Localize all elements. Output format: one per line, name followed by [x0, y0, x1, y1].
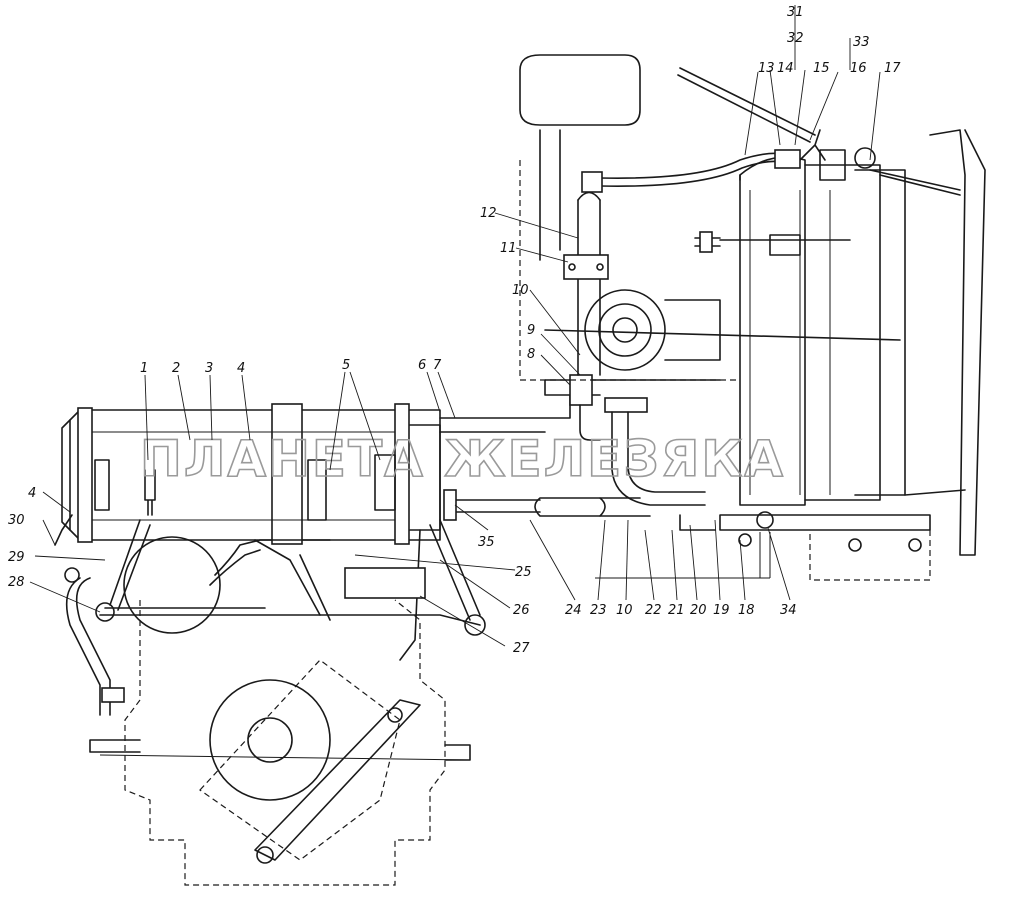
- callout-13: 13: [758, 61, 775, 76]
- callout-6: 6: [418, 358, 426, 373]
- callout-33: 33: [853, 35, 870, 50]
- callout-20: 20: [690, 603, 707, 618]
- callout-9: 9: [527, 323, 535, 338]
- lever-linkage: [54, 514, 486, 716]
- callout-8: 8: [527, 347, 535, 362]
- callout-labels: 1 2 3 4 5 6 7 8 9 10 11 12 13 14 15 16 1…: [8, 5, 901, 656]
- callout-22: 22: [645, 603, 662, 618]
- callout-7: 7: [433, 358, 442, 373]
- callout-4-left: 4: [28, 486, 36, 501]
- watermark: ПЛАНЕТА ЖЕЛЕЗЯКА: [140, 430, 785, 488]
- callout-3: 3: [205, 361, 213, 376]
- callout-24: 24: [565, 603, 582, 618]
- callout-15: 15: [813, 61, 830, 76]
- callout-27: 27: [513, 641, 530, 656]
- exhaust-manifold: [61, 403, 441, 545]
- callout-21: 21: [668, 603, 685, 618]
- callout-30: 30: [8, 513, 25, 528]
- callout-1: 1: [140, 361, 148, 376]
- hood-panel: [904, 129, 986, 556]
- callout-18: 18: [738, 603, 755, 618]
- callout-19: 19: [713, 603, 730, 618]
- callout-23: 23: [590, 603, 607, 618]
- callout-10-top: 10: [512, 283, 529, 298]
- callout-32: 32: [787, 31, 804, 46]
- muffler-body: [595, 129, 961, 581]
- engine-block: [89, 536, 471, 886]
- callout-26: 26: [513, 603, 530, 618]
- callout-17: 17: [884, 61, 901, 76]
- callout-12: 12: [480, 206, 497, 221]
- callout-10-bottom: 10: [616, 603, 633, 618]
- vertical-pipe: [519, 54, 740, 381]
- callout-11: 11: [500, 241, 517, 256]
- callout-35: 35: [478, 535, 495, 550]
- callout-34: 34: [780, 603, 797, 618]
- callout-31: 31: [787, 5, 804, 20]
- callout-4-top: 4: [237, 361, 245, 376]
- blower-unit: [544, 289, 901, 371]
- callout-29: 29: [8, 550, 25, 565]
- control-rod: [581, 67, 816, 193]
- callout-28: 28: [8, 575, 25, 590]
- callout-14: 14: [777, 61, 794, 76]
- callout-16: 16: [850, 61, 867, 76]
- callout-5: 5: [342, 358, 350, 373]
- callout-25: 25: [515, 565, 532, 580]
- callout-2: 2: [172, 361, 180, 376]
- leader-lines: [29, 5, 881, 647]
